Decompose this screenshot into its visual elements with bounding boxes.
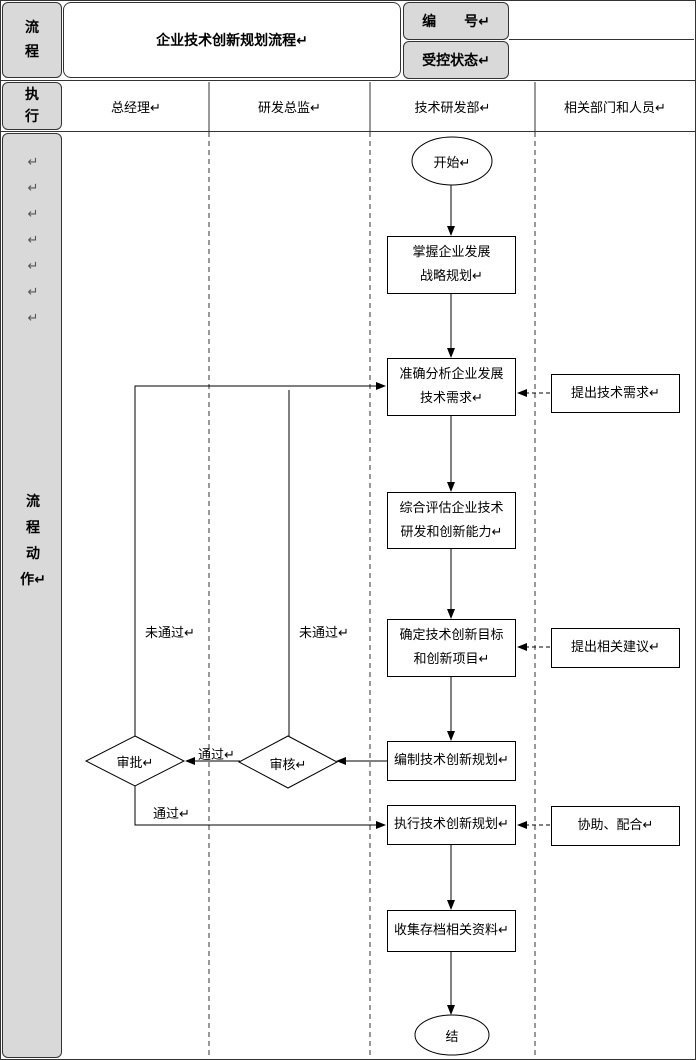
node-draft-plan: 编制技术创新规划↵ [387, 741, 516, 781]
column-header-gm-label: 总经理↵ [111, 100, 161, 116]
node-execute-plan: 执行技术创新规划↵ [387, 805, 516, 845]
start-node-label: 开始↵ [433, 155, 471, 171]
number-value-cell [509, 2, 694, 40]
column-header-gm: 总经理↵ [63, 82, 209, 130]
page-title: 企业技术创新规划流程↵ [156, 33, 308, 49]
exec-row-divider [0, 131, 696, 132]
column-header-related-staff: 相关部门和人员↵ [535, 82, 695, 130]
edge-label-fail-left: 未通过↵ [145, 626, 195, 641]
control-label: 受控状态↵ [422, 53, 490, 69]
review-node-label: 审核↵ [269, 757, 307, 773]
panel-mark: ↵ [27, 207, 39, 222]
exec-label-char-1: 执 [25, 87, 39, 103]
side-box-suggest-label: 提出相关建议↵ [571, 640, 660, 655]
node-execute-plan-label: 执行技术创新规划↵ [394, 817, 509, 832]
node-master-strategy: 掌握企业发展 战略规划↵ [387, 236, 516, 294]
start-node: 开始↵ [412, 137, 492, 185]
column-header-rd-director: 研发总监↵ [209, 82, 370, 130]
node-master-strategy-line-2: 战略规划↵ [420, 269, 483, 284]
number-label: 编 号↵ [422, 14, 490, 30]
node-set-goals-line-1: 确定技术创新目标 [399, 628, 504, 643]
column-header-tech-dept: 技术研发部↵ [370, 82, 535, 130]
edge-label-fail-mid: 未通过↵ [299, 626, 349, 641]
node-set-goals: 确定技术创新目标 和创新项目↵ [387, 619, 516, 677]
column-header-rd-director-label: 研发总监↵ [258, 100, 321, 116]
flow-arrow [134, 382, 386, 737]
start-ellipse [411, 136, 493, 186]
approve-node-label: 审批↵ [116, 755, 154, 771]
end-node-label: 结 [445, 1029, 459, 1045]
number-label-cell: 编 号↵ [403, 2, 509, 40]
approve-node: 审批↵ [95, 748, 175, 774]
node-draft-plan-label: 编制技术创新规划↵ [394, 753, 509, 768]
node-analyze-demand: 准确分析企业发展 技术需求↵ [387, 358, 516, 416]
panel-mark: ↵ [27, 181, 39, 196]
end-ellipse [414, 1014, 490, 1056]
node-evaluate-capability: 综合评估企业技术 研发和创新能力↵ [387, 492, 516, 549]
process-action-char-2: 程 [26, 520, 40, 536]
node-master-strategy-line-1: 掌握企业发展 [412, 245, 491, 260]
exec-label-cell: 执 行 [2, 82, 62, 130]
node-evaluate-capability-line-2: 研发和创新能力↵ [400, 524, 503, 540]
panel-mark: ↵ [27, 311, 39, 326]
node-archive-label: 收集存档相关资料↵ [394, 923, 509, 938]
process-action-panel: ↵ ↵ ↵ ↵ ↵ ↵ ↵ 流 程 动 作↵ [2, 133, 62, 1058]
header-divider [0, 80, 696, 81]
flow-label-char-1: 流 [25, 20, 39, 36]
column-header-related-staff-label: 相关部门和人员↵ [564, 100, 666, 116]
end-node: 结 [415, 1015, 489, 1055]
panel-marks: ↵ ↵ ↵ ↵ ↵ ↵ ↵ [3, 150, 63, 332]
panel-mark: ↵ [27, 155, 39, 170]
node-set-goals-line-2: 和创新项目↵ [413, 652, 490, 667]
panel-mark: ↵ [27, 285, 39, 300]
side-box-demand-label: 提出技术需求↵ [571, 385, 660, 401]
process-action-label: 流 程 动 作↵ [3, 489, 63, 593]
node-analyze-demand-line-1: 准确分析企业发展 [399, 367, 504, 382]
approve-diamond [84, 735, 186, 787]
node-analyze-demand-line-2: 技术需求↵ [420, 391, 483, 406]
side-box-assist: 协助、配合↵ [551, 806, 680, 846]
side-box-assist-label: 协助、配合↵ [577, 818, 654, 833]
review-node: 审核↵ [248, 750, 328, 776]
process-action-char-1: 流 [26, 494, 40, 510]
column-header-tech-dept-label: 技术研发部↵ [414, 100, 491, 116]
edge-label-pass-bottom: 通过↵ [153, 807, 190, 822]
process-action-char-3: 动 [26, 546, 40, 562]
side-box-suggest: 提出相关建议↵ [551, 628, 680, 668]
process-action-char-4: 作↵ [20, 572, 46, 588]
edge-label-pass-mid: 通过↵ [198, 748, 235, 763]
panel-mark: ↵ [27, 233, 39, 248]
node-evaluate-capability-line-1: 综合评估企业技术 [399, 500, 504, 516]
title-cell: 企业技术创新规划流程↵ [63, 2, 401, 78]
node-archive: 收集存档相关资料↵ [387, 910, 516, 952]
flow-arrow [134, 786, 386, 829]
flow-label-char-2: 程 [25, 44, 39, 60]
panel-mark: ↵ [27, 259, 39, 274]
flow-label-cell: 流 程 [2, 2, 62, 78]
exec-label-char-2: 行 [25, 109, 39, 125]
side-box-demand: 提出技术需求↵ [551, 374, 680, 413]
control-label-cell: 受控状态↵ [403, 41, 509, 79]
review-diamond [237, 735, 339, 789]
